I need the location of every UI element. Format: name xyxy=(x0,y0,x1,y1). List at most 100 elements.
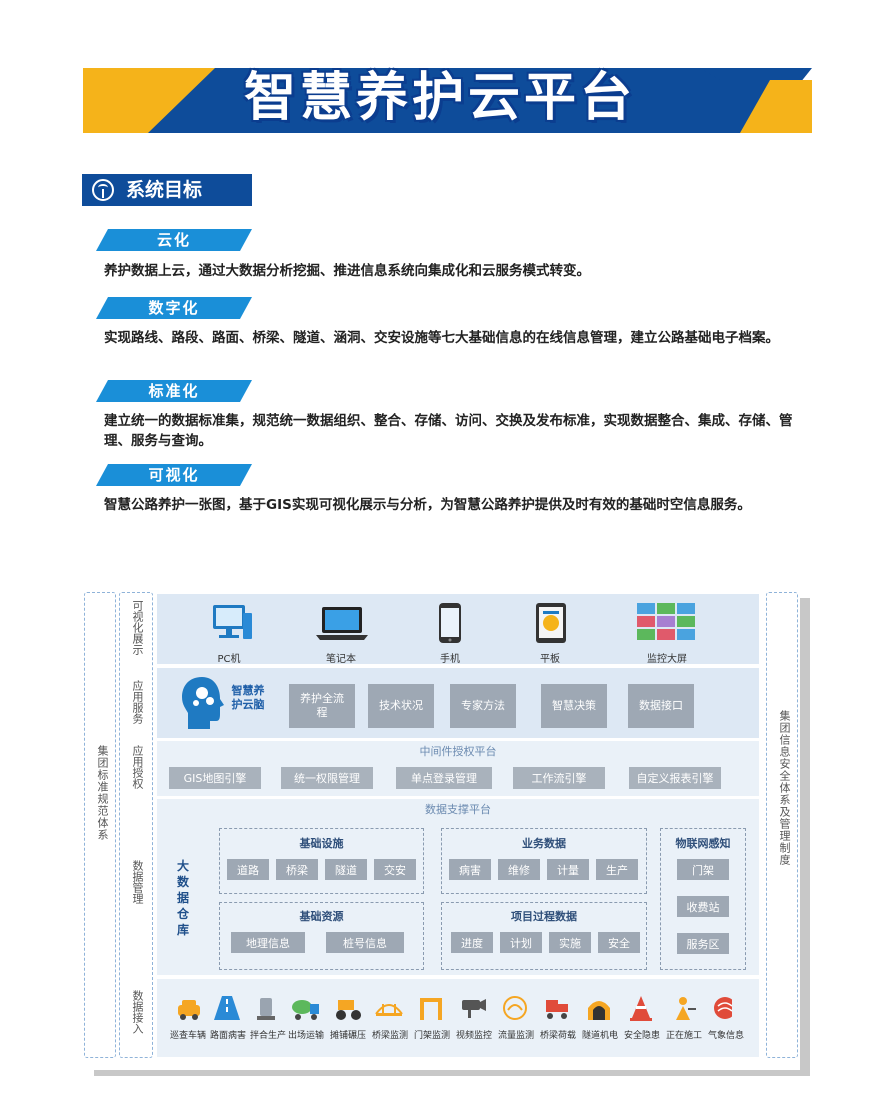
data-item: 实施 xyxy=(549,932,591,953)
data-item: 地理信息 xyxy=(231,932,305,953)
mixing-plant-icon xyxy=(257,998,275,1020)
device-label: 平板 xyxy=(540,654,560,665)
data-source-labels: 巡查车辆 路面病害 拌合生产 出场运输 摊铺碾压 桥梁监测 门架监测 视频监控 … xyxy=(160,1028,758,1042)
source-label: 出场运输 xyxy=(287,1031,324,1041)
gantry-monitor-icon xyxy=(420,998,442,1020)
data-item: 隧道 xyxy=(325,859,367,880)
layer-ingest-label: 数据接入 xyxy=(131,990,144,1034)
group-title: 物联网感知 xyxy=(675,837,731,850)
section-header: 系统目标 xyxy=(82,174,252,206)
source-label: 气象信息 xyxy=(707,1031,744,1041)
goal-tag-standard: 标准化 xyxy=(96,380,252,402)
group-title: 项目过程数据 xyxy=(511,910,577,923)
banner-shape xyxy=(83,68,812,133)
warehouse-label: 大数据仓库 xyxy=(177,859,190,937)
source-label: 拌合生产 xyxy=(249,1031,286,1041)
left-standards-label: 集团标准规范体系 xyxy=(96,745,109,841)
app-box: 专家方法 xyxy=(450,684,516,728)
flow-monitor-icon xyxy=(503,996,527,1020)
page-title: 智慧养护云平台 xyxy=(243,68,636,128)
info-icon xyxy=(92,179,114,201)
data-item: 桥梁 xyxy=(276,859,318,880)
data-item: 门架 xyxy=(677,859,729,880)
middleware-box: 单点登录管理 xyxy=(396,767,492,789)
group-infra xyxy=(219,828,424,894)
group-iot xyxy=(660,828,746,970)
mixer-truck-icon xyxy=(292,1000,319,1020)
road-damage-icon xyxy=(214,996,240,1020)
camera-icon xyxy=(462,999,486,1018)
source-label: 安全隐患 xyxy=(623,1031,660,1041)
data-item: 服务区 xyxy=(677,933,729,954)
data-item: 生产 xyxy=(596,859,638,880)
device-label: 笔记本 xyxy=(326,654,356,665)
source-label: 桥梁监测 xyxy=(371,1031,408,1041)
construction-icon xyxy=(676,997,696,1020)
source-label: 门架监测 xyxy=(413,1031,450,1041)
weather-icon xyxy=(714,997,732,1019)
source-label: 视频监控 xyxy=(455,1031,492,1041)
source-label: 隧道机电 xyxy=(581,1031,618,1041)
goal-text-digital: 实现路线、路段、路面、桥梁、隧道、涵洞、交安设施等七大基础信息的在线信息管理，建… xyxy=(104,330,779,346)
pc-icon xyxy=(213,605,252,639)
patrol-car-icon xyxy=(178,1000,200,1020)
source-label: 路面病害 xyxy=(209,1031,246,1041)
tunnel-icon xyxy=(588,1001,610,1020)
middleware-box: GIS地图引擎 xyxy=(169,767,261,789)
group-biz xyxy=(441,828,647,894)
laptop-icon xyxy=(316,607,368,640)
layer-auth-label: 应用授权 xyxy=(131,745,144,789)
group-res xyxy=(219,902,424,970)
section-title: 系统目标 xyxy=(126,179,203,201)
group-title: 基础设施 xyxy=(299,837,344,850)
bridge-load-icon xyxy=(546,1000,568,1019)
source-label: 流量监测 xyxy=(497,1031,534,1041)
source-label: 正在施工 xyxy=(665,1031,702,1041)
layer-label-column xyxy=(119,592,153,1058)
roller-icon xyxy=(336,1000,361,1020)
group-title: 基础资源 xyxy=(299,910,344,923)
middleware-box: 自定义报表引擎 xyxy=(629,767,721,789)
left-standards-column xyxy=(84,592,116,1058)
banner: 智慧养护云平台 xyxy=(0,0,883,140)
layer-display-label: 可视化展示 xyxy=(131,600,144,655)
source-label: 巡查车辆 xyxy=(169,1031,206,1041)
middleware-title: 中间件授权平台 xyxy=(419,745,497,758)
device-label: PC机 xyxy=(217,654,241,665)
app-box: 数据接口 xyxy=(628,684,694,728)
brain-head-icon xyxy=(182,677,224,729)
bridge-monitor-icon xyxy=(375,1004,403,1016)
data-item: 道路 xyxy=(227,859,269,880)
data-item: 维修 xyxy=(498,859,540,880)
source-label: 摊铺碾压 xyxy=(329,1031,366,1041)
middleware-box: 工作流引擎 xyxy=(513,767,605,789)
app-box: 技术状况 xyxy=(368,684,434,728)
data-platform-title: 数据支撑平台 xyxy=(425,803,491,816)
device-label: 监控大屏 xyxy=(647,654,687,665)
data-item: 交安 xyxy=(374,859,416,880)
goal-tag-cloud: 云化 xyxy=(96,229,252,251)
goal-text-standard: 建立统一的数据标准集，规范统一数据组织、整合、存储、访问、交换及发布标准，实现数… xyxy=(104,413,793,449)
data-item: 病害 xyxy=(449,859,491,880)
app-box: 智慧决策 xyxy=(541,684,607,728)
data-item: 计划 xyxy=(500,932,542,953)
goal-tag-visual: 可视化 xyxy=(96,464,252,486)
data-item: 计量 xyxy=(547,859,589,880)
monitor-wall-icon xyxy=(637,603,695,640)
goal-tag-label: 可视化 xyxy=(148,466,200,484)
group-proj xyxy=(441,902,647,970)
layer-data-label: 数据管理 xyxy=(131,860,144,904)
app-box: 养护全流程 xyxy=(289,684,355,728)
middleware-box: 统一权限管理 xyxy=(281,767,373,789)
right-security-column xyxy=(766,592,798,1058)
data-item: 收费站 xyxy=(677,896,729,917)
tablet-icon xyxy=(536,603,566,643)
goal-tag-label: 数字化 xyxy=(148,299,200,317)
goal-tag-digital: 数字化 xyxy=(96,297,252,319)
layer-app-label: 应用服务 xyxy=(131,680,144,724)
source-label: 桥梁荷载 xyxy=(539,1031,576,1041)
device-label: 手机 xyxy=(440,654,460,665)
brain-label: 智慧养护云脑 xyxy=(231,684,265,711)
right-security-label: 集团信息安全体系及管理制度 xyxy=(778,710,791,866)
goal-tag-label: 云化 xyxy=(156,231,191,249)
